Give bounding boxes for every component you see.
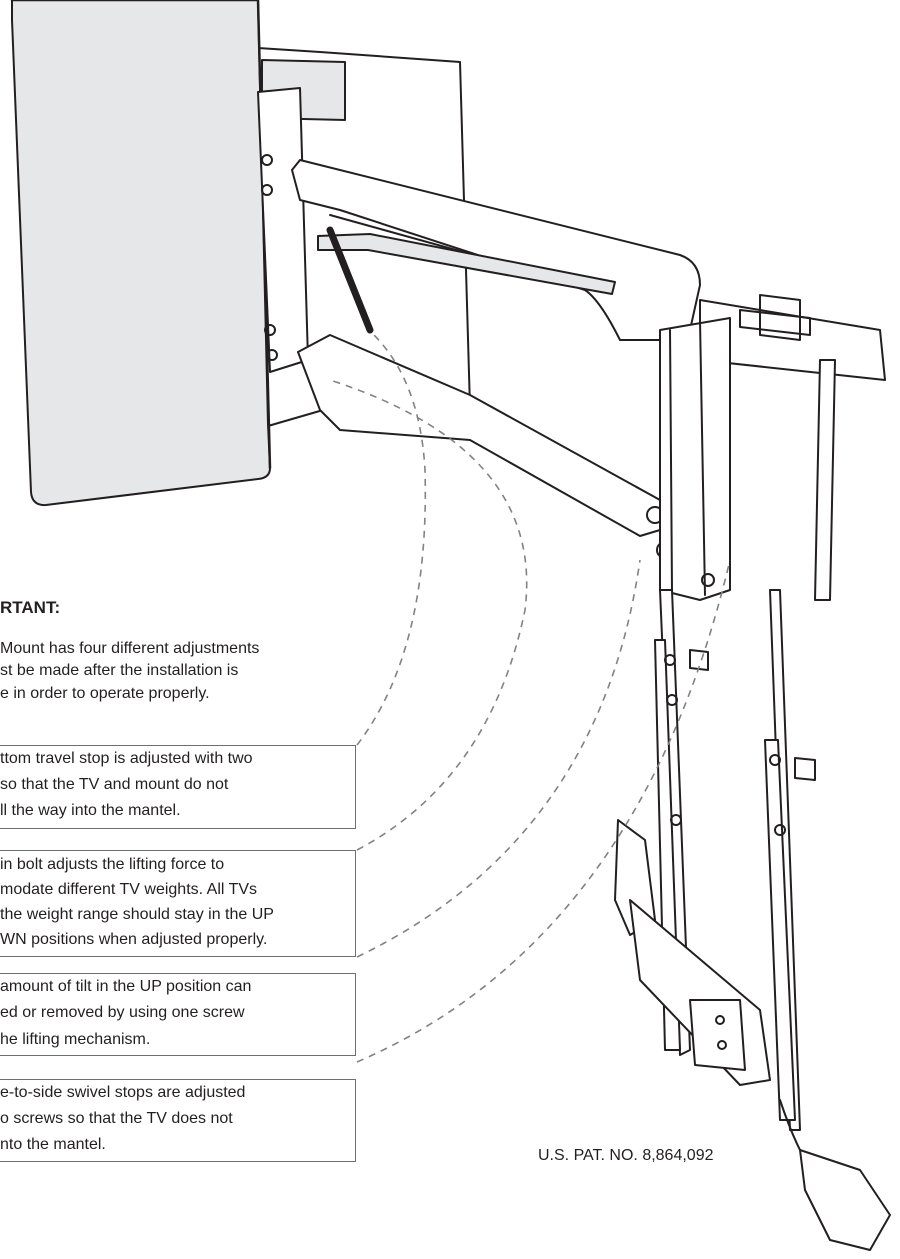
note-box-tilt-adjustment: amount of tilt in the UP position can ed… bbox=[0, 973, 356, 1056]
note-1-line-3: ll the way into the mantel. bbox=[0, 802, 181, 819]
intro-line-2: st be made after the installation is bbox=[0, 662, 239, 679]
intro-line-3: e in order to operate properly. bbox=[0, 685, 210, 702]
lift-column bbox=[659, 317, 731, 601]
lower-arm bbox=[297, 334, 661, 537]
note-4-line-2: o screws so that the TV does not bbox=[0, 1110, 233, 1127]
note-4-line-1: e-to-side swivel stops are adjusted bbox=[0, 1084, 246, 1101]
intro-line-1: Mount has four different adjustments bbox=[0, 640, 260, 657]
note-4-line-3: nto the mantel. bbox=[0, 1136, 106, 1153]
leader-line-1 bbox=[356, 332, 427, 746]
leader-line-4 bbox=[356, 559, 731, 1063]
note-2-line-3: the weight range should stay in the UP bbox=[0, 906, 274, 923]
important-heading: RTANT: bbox=[0, 598, 61, 617]
bottom-bracket-right bbox=[799, 1149, 891, 1251]
note-3-line-1: amount of tilt in the UP position can bbox=[0, 978, 252, 995]
note-box-bottom-travel-stop: ttom travel stop is adjusted with two so… bbox=[0, 745, 356, 829]
lift-rail-right-outer bbox=[764, 739, 796, 1121]
note-2-line-1: in bolt adjusts the lifting force to bbox=[0, 856, 225, 873]
tv-screen bbox=[11, 0, 271, 507]
note-1-line-2: so that the TV and mount do not bbox=[0, 776, 229, 793]
patent-number: U.S. PAT. NO. 8,864,092 bbox=[538, 1147, 714, 1164]
note-3-line-3: he lifting mechanism. bbox=[0, 1031, 151, 1048]
leader-line-3 bbox=[356, 559, 641, 958]
bottom-plate-2 bbox=[689, 999, 746, 1071]
note-3-line-2: ed or removed by using one screw bbox=[0, 1004, 245, 1021]
note-1-line-1: ttom travel stop is adjusted with two bbox=[0, 750, 253, 767]
note-2-line-4: WN positions when adjusted properly. bbox=[0, 931, 268, 948]
leader-line-2 bbox=[329, 379, 528, 851]
note-2-line-2: modate different TV weights. All TVs bbox=[0, 881, 258, 898]
wall-frame-right bbox=[814, 359, 836, 601]
gas-spring bbox=[317, 233, 616, 295]
note-box-swivel-stops: e-to-side swivel stops are adjusted o sc… bbox=[0, 1079, 356, 1162]
note-box-lifting-force: in bolt adjusts the lifting force to mod… bbox=[0, 850, 356, 957]
